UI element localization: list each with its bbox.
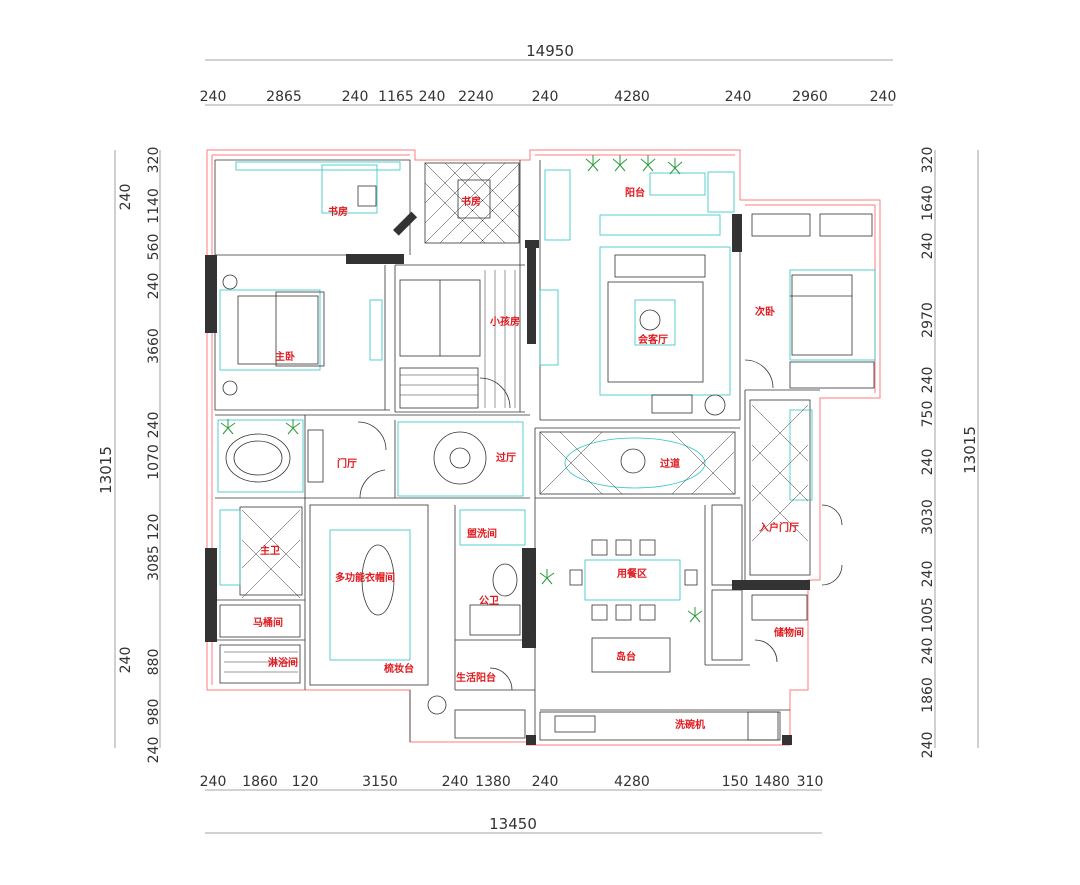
dim-top-total: 14950 [526, 42, 574, 60]
dim-top-segments: 240 2865 240 1165 240 2240 240 4280 240 … [200, 89, 897, 105]
dim-left-seg: 3085 [146, 545, 162, 581]
room-label-washroom: 盥洗间 [467, 527, 497, 540]
dim-left-seg: 880 [146, 649, 162, 676]
dim-left-seg: 320 [146, 147, 162, 174]
dim-left-seg: 560 [146, 234, 162, 261]
dim-bottom-seg: 1860 [242, 774, 278, 790]
dim-bottom-seg: 310 [797, 774, 824, 790]
room-label-master-bedroom: 主卧 [275, 350, 295, 363]
dim-left-seg: 1070 [146, 444, 162, 480]
room-label-master-bath: 主卫 [260, 544, 280, 557]
furniture-outlines [217, 161, 876, 741]
dim-bottom-seg: 1480 [754, 774, 790, 790]
room-label-corridor: 过道 [660, 457, 680, 470]
dim-right-seg: 1005 [920, 597, 936, 633]
dim-top-seg: 240 [342, 89, 369, 105]
room-label-dishwasher: 洗碗机 [675, 718, 705, 731]
dim-top-seg: 1165 [378, 89, 414, 105]
dim-left-seg: 240 [146, 412, 162, 439]
dim-right-seg: 240 [920, 638, 936, 665]
dim-top-seg: 240 [725, 89, 752, 105]
dim-left-outer-seg: 240 [118, 184, 134, 211]
room-label-utility-balcony: 生活阳台 [456, 671, 496, 684]
dim-left-outer-seg: 240 [146, 737, 162, 764]
dimension-lines [114, 59, 979, 834]
dim-top-seg: 240 [419, 89, 446, 105]
room-label-kids-room: 小孩房 [489, 315, 520, 328]
room-label-second-bedroom: 次卧 [755, 305, 775, 318]
dim-left-outer: 240 240 240 [118, 184, 162, 764]
room-label-storage: 储物间 [773, 626, 804, 639]
dim-left-seg: 980 [146, 699, 162, 726]
room-label-study-2: 书房 [461, 195, 481, 208]
dim-left-seg: 240 [146, 273, 162, 300]
dim-top-seg: 2960 [792, 89, 828, 105]
room-label-vanity: 梳妆台 [383, 662, 414, 675]
dim-left-inner: 320 1140 560 240 3660 240 1070 120 3085 … [146, 147, 162, 726]
plant-icons [220, 155, 703, 623]
dim-right-seg: 320 [920, 147, 936, 174]
dim-left-seg: 3660 [146, 328, 162, 364]
door-swings [357, 359, 843, 691]
dim-left-outer-seg: 240 [118, 647, 134, 674]
dim-top-seg: 240 [870, 89, 897, 105]
dim-right-seg: 240 [920, 561, 936, 588]
dim-right-total: 13015 [961, 426, 979, 474]
room-label-balcony: 阳台 [625, 186, 645, 199]
dim-left-seg: 120 [146, 514, 162, 541]
structural-walls [205, 211, 810, 745]
dim-bottom-seg: 240 [442, 774, 469, 790]
dim-right-seg: 240 [920, 449, 936, 476]
dim-bottom-seg: 4280 [614, 774, 650, 790]
interior-partitions [215, 160, 820, 745]
dim-bottom-seg: 150 [722, 774, 749, 790]
hatch-patterns [224, 162, 809, 673]
dim-bottom-seg: 1380 [475, 774, 511, 790]
dim-top-seg: 240 [200, 89, 227, 105]
dim-bottom-seg: 240 [532, 774, 559, 790]
room-label-hall: 过厅 [496, 451, 516, 464]
dim-top-seg: 4280 [614, 89, 650, 105]
room-label-dining: 用餐区 [616, 567, 647, 580]
dim-bottom-seg: 240 [200, 774, 227, 790]
room-labels: 书房 书房 阳台 主卧 小孩房 会客厅 次卧 门厅 过厅 过道 主卫 多功能衣帽… [253, 186, 804, 731]
dim-left-total: 13015 [97, 446, 115, 494]
room-label-public-bath: 公卫 [479, 595, 499, 607]
dim-top-seg: 240 [532, 89, 559, 105]
dim-top-seg: 2865 [266, 89, 302, 105]
room-label-entrance: 入户门厅 [759, 521, 799, 534]
dim-top-seg: 2240 [458, 89, 494, 105]
room-label-foyer: 门厅 [337, 457, 357, 470]
dim-right-seg: 240 [920, 233, 936, 260]
room-label-toilet: 马桶间 [253, 616, 283, 629]
room-label-living-room: 会客厅 [638, 333, 668, 346]
dim-right-inner: 320 1640 240 2970 240 750 240 3030 240 1… [920, 147, 936, 759]
dim-right-seg: 240 [920, 732, 936, 759]
dim-right-seg: 750 [920, 401, 936, 428]
dim-right-seg: 240 [920, 367, 936, 394]
room-label-study-1: 书房 [328, 205, 348, 218]
dim-bottom-total: 13450 [489, 815, 537, 833]
room-label-shower: 淋浴间 [268, 656, 298, 669]
dim-left-seg: 1140 [146, 188, 162, 224]
dim-bottom-seg: 120 [292, 774, 319, 790]
dim-right-seg: 2970 [920, 302, 936, 338]
dim-bottom-segments: 240 1860 120 3150 240 1380 240 4280 150 … [200, 774, 824, 790]
room-label-wardrobe: 多功能衣帽间 [335, 571, 395, 584]
dim-right-seg: 1640 [920, 185, 936, 221]
dim-right-seg: 3030 [920, 499, 936, 535]
dim-bottom-seg: 3150 [362, 774, 398, 790]
dim-right-seg: 1860 [920, 677, 936, 713]
room-label-island: 岛台 [616, 650, 636, 663]
